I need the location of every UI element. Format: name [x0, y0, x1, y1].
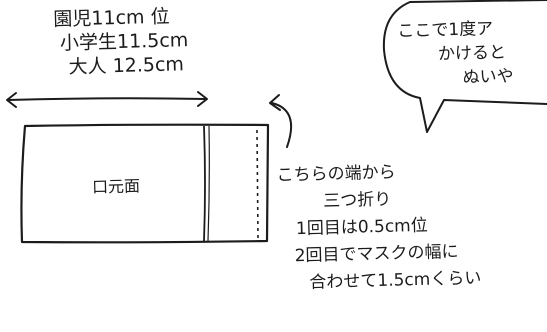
fabric-rectangle	[20, 123, 270, 244]
speech-bubble	[382, 0, 547, 133]
instruction-line-5: 合わせて1.5cmくらい	[309, 268, 482, 293]
size-guide: 園児11cm 位 小学生11.5cm 大人 12.5cm	[45, 4, 189, 80]
fabric-label: 口元面	[91, 176, 141, 197]
speech-bubble-text: ここで1度ア かけると ぬいや	[397, 17, 514, 92]
folding-instructions: こちらの端から 三つ折り 1回目は0.5cm位 2回目でマスクの幅に 合わせて1…	[276, 157, 481, 297]
stitch-line	[256, 129, 259, 239]
bubble-line-1: ここで1度ア	[397, 19, 494, 42]
fold-direction-arrow	[269, 94, 292, 148]
width-dimension-arrow	[6, 91, 208, 108]
bubble-line-2: かけると	[437, 42, 507, 65]
size-line-adult: 大人 12.5cm	[68, 53, 185, 79]
fold-line	[203, 125, 210, 242]
bubble-line-3: ぬいや	[462, 66, 514, 88]
